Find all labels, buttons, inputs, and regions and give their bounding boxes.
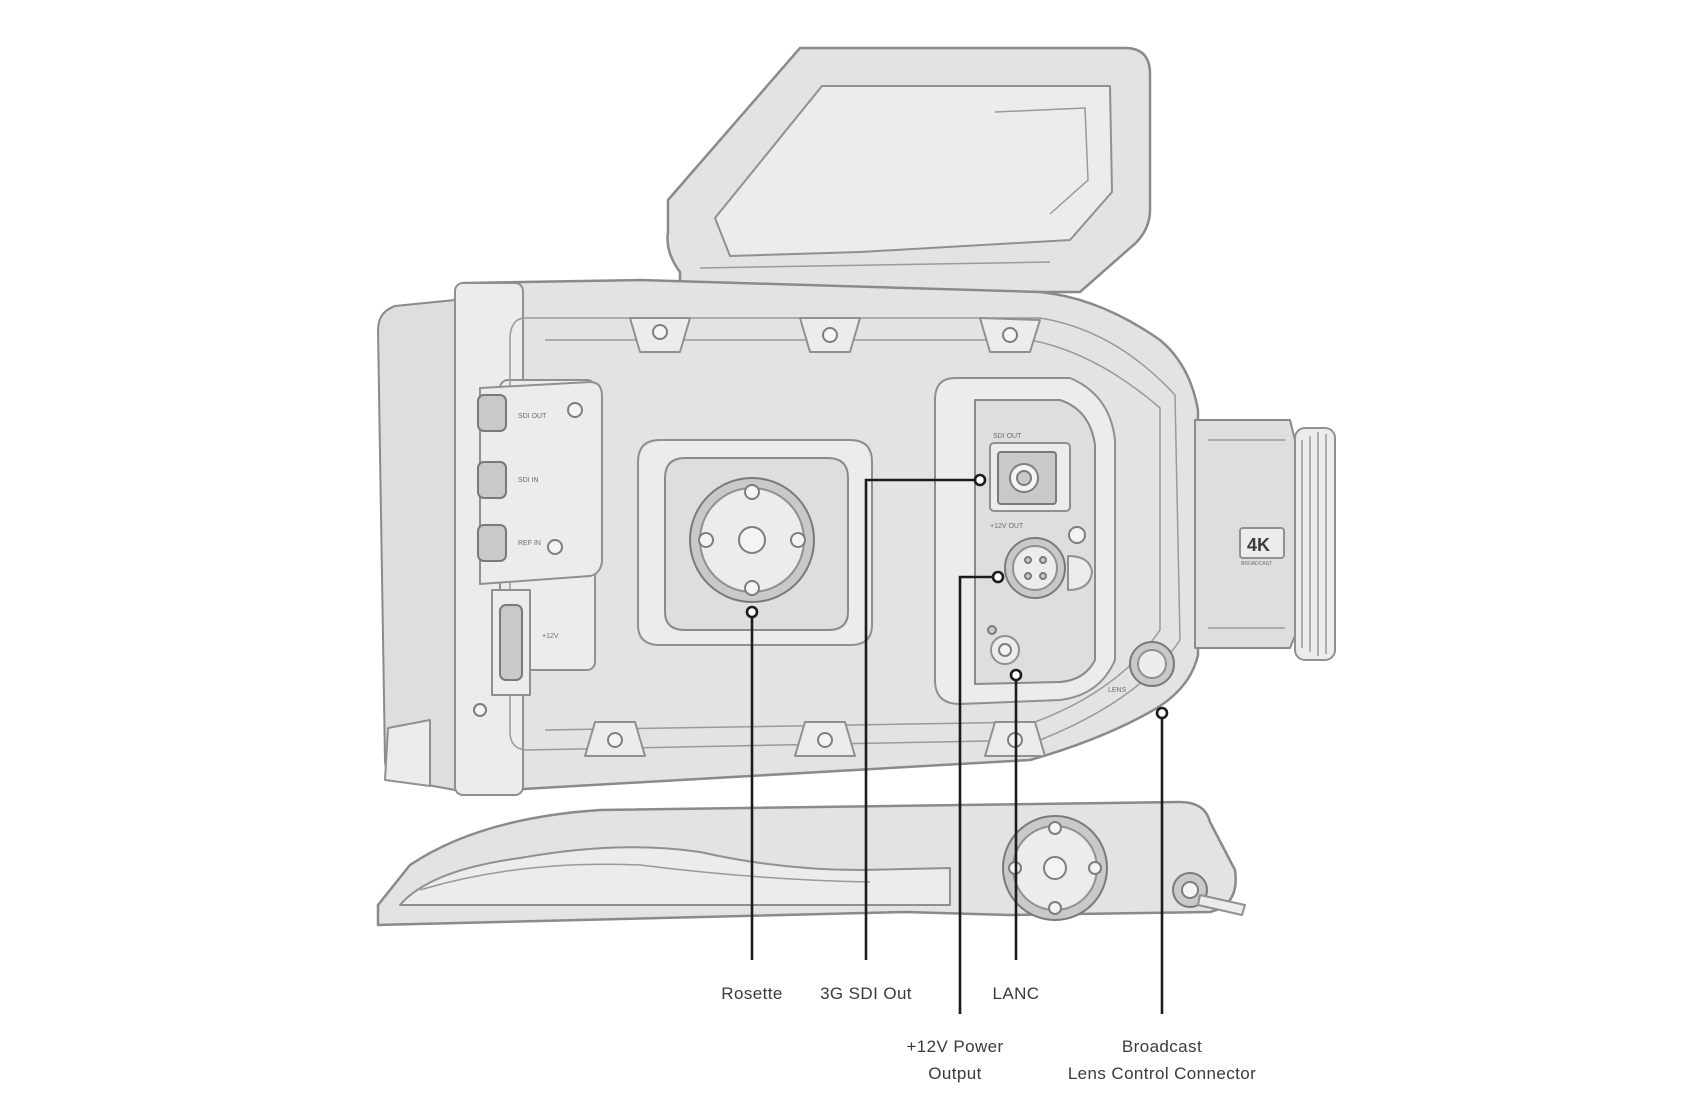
svg-text:REF IN: REF IN	[518, 540, 541, 547]
top-screws	[629, 317, 1041, 353]
shoulder-base	[376, 800, 1246, 927]
label-rosette: Rosette	[721, 984, 782, 1003]
svg-text:+12V: +12V	[542, 633, 559, 640]
dot-rosette	[745, 605, 759, 619]
leader-sdi-out	[864, 478, 980, 960]
label-sdi-out: 3G SDI Out	[820, 984, 912, 1003]
label-power-output-line1: +12V Power	[906, 1037, 1003, 1056]
left-io-panel: SDI OUT SDI IN REF IN +12V	[473, 381, 603, 717]
svg-text:+12V OUT: +12V OUT	[990, 523, 1024, 530]
callout-leaders	[745, 473, 1169, 1014]
label-broadcast-lens-line2: Lens Control Connector	[1068, 1064, 1256, 1083]
dot-sdi-out	[973, 473, 987, 487]
svg-text:SDI OUT: SDI OUT	[518, 413, 547, 420]
dot-lanc	[1009, 668, 1023, 682]
dot-broadcast-lens	[1155, 706, 1169, 720]
rosette-mount	[637, 439, 873, 646]
svg-text:BROADCAST: BROADCAST	[1241, 561, 1272, 567]
dot-power-output	[991, 570, 1005, 584]
leader-power-output	[958, 575, 998, 1014]
broadcast-lens-connector: LENS	[1108, 641, 1175, 694]
label-broadcast-lens-line1: Broadcast	[1122, 1037, 1202, 1056]
4k-badge-text: 4K	[1247, 535, 1270, 555]
svg-text:LENS: LENS	[1108, 687, 1127, 694]
label-lanc: LANC	[993, 984, 1040, 1003]
right-io-panel: SDI OUT +12V OUT	[934, 377, 1116, 705]
lens-mount: 4K BROADCAST	[1194, 419, 1336, 661]
label-power-output-line2: Output	[928, 1064, 981, 1083]
callout-labels: Rosette 3G SDI Out LANC +12V Power Outpu…	[721, 984, 1256, 1083]
svg-text:SDI IN: SDI IN	[518, 477, 539, 484]
svg-text:SDI OUT: SDI OUT	[993, 433, 1022, 440]
top-handle	[666, 46, 1152, 307]
